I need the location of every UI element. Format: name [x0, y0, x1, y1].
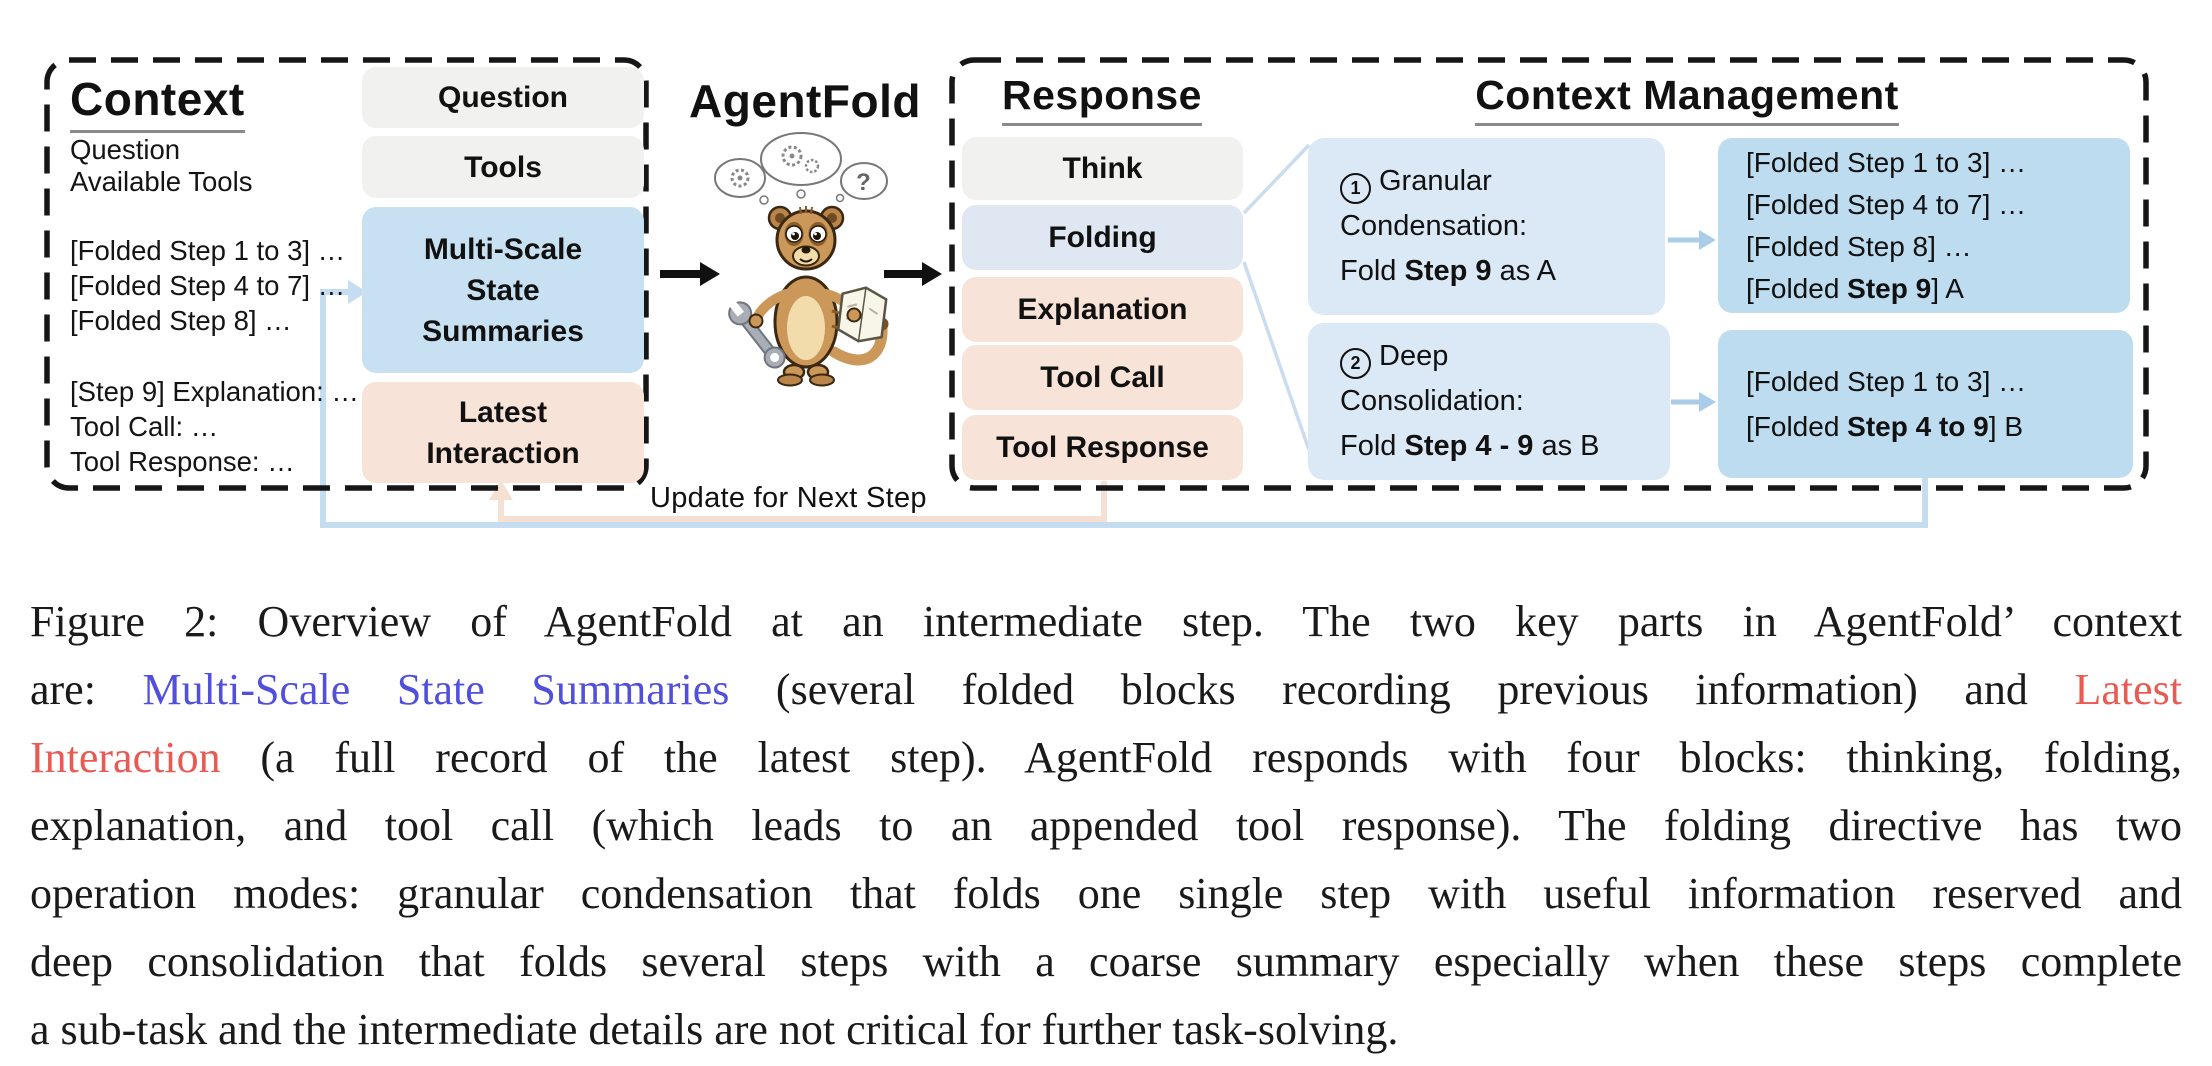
response-block-explanation: Explanation — [962, 277, 1243, 342]
text-line: Tool Response: … — [70, 446, 295, 477]
peach-feedback-line — [498, 481, 1107, 522]
text-segment: Deep — [1379, 340, 1449, 372]
text-segment: Step 4 to 9 — [1847, 411, 1989, 442]
response-block-folding: Folding — [962, 205, 1243, 270]
text-segment: operation modes: granular condensation t… — [30, 869, 2182, 918]
text-segment: [Folded — [1746, 411, 1848, 442]
thought-bubbles-icon: ? — [714, 132, 888, 205]
diagram-lines-layer — [44, 57, 2149, 528]
context-to-model-arrowhead — [700, 262, 720, 286]
agentfold-label: AgentFold — [689, 75, 921, 127]
svg-text:?: ? — [856, 169, 871, 196]
response-title: Response — [952, 72, 1252, 126]
text-segment: Granular — [1379, 165, 1492, 197]
granular-condensation-box: 1 Granular Condensation: Fold Step 9 as A — [1308, 138, 1665, 315]
text-segment: as B — [1533, 430, 1600, 462]
text-line: Available Tools — [70, 166, 253, 197]
context-block-latest-interaction: Latest Interaction — [362, 382, 644, 483]
text-segment: are: — [30, 665, 143, 714]
caption-line: deep consolidation that folds several st… — [30, 928, 2182, 996]
text-line: [Folded Step 4 to 7] … — [70, 270, 346, 301]
peach-feedback-arrowhead — [489, 480, 513, 500]
text-segment: (a full record of the latest step). Agen… — [220, 733, 2182, 782]
text-line: [Step 9] Explanation: … — [70, 376, 359, 407]
context-management-title: Context Management — [1467, 72, 1907, 126]
wrench-icon — [728, 299, 786, 369]
caption-line: a sub-task and the intermediate details … — [30, 996, 2182, 1064]
blue-feedback-line — [320, 289, 1928, 528]
text-segment: Step 9 — [1404, 255, 1492, 287]
text-line: [Folded Step 1 to 3] … — [70, 235, 346, 266]
blue-feedback-arrowhead — [348, 280, 367, 304]
response-block-tool-response: Tool Response — [962, 415, 1243, 480]
context-latest-lines: [Step 9] Explanation: … Tool Call: … Tool … — [70, 374, 359, 479]
caption-line: explanation, and tool call (which leads … — [30, 792, 2182, 860]
context-block-multi-scale-state-summaries: Multi-Scale State Summaries — [362, 207, 644, 373]
caption-line: are: Multi-Scale State Summaries (severa… — [30, 656, 2182, 724]
text-segment: Condensation: — [1340, 210, 1528, 242]
deep-arrowhead — [1699, 392, 1716, 412]
text-segment: Consolidation: — [1340, 385, 1524, 417]
map-icon — [836, 286, 888, 343]
context-block-question: Question — [362, 67, 644, 128]
text-segment: [Folded Step 4 to 7] … — [1746, 188, 2027, 220]
text-segment: as A — [1491, 255, 1557, 287]
context-dashed-frame — [44, 57, 649, 491]
text-segment: Multi-Scale State Summaries — [142, 665, 730, 714]
text-segment: Step 9 — [1847, 272, 1932, 304]
granular-arrowhead — [1699, 230, 1716, 250]
deep-result-box: [Folded Step 1 to 3] … [Folded Step 4 to… — [1718, 330, 2133, 478]
text-line: Tool Call: … — [70, 411, 219, 442]
text-line: Question — [70, 134, 181, 165]
model-to-response-arrowhead — [922, 262, 942, 286]
text-segment: ] A — [1931, 272, 1964, 304]
text-segment: deep consolidation that folds several st… — [30, 937, 2182, 986]
response-block-tool-call: Tool Call — [962, 345, 1243, 410]
context-title: Context — [70, 72, 245, 133]
circled-2-icon: 2 — [1340, 348, 1371, 379]
caption-line: Interaction (a full record of the latest… — [30, 724, 2182, 792]
text-segment: (several folded blocks recording previou… — [729, 665, 2075, 714]
context-folded-lines: [Folded Step 1 to 3] … [Folded Step 4 to … — [70, 233, 345, 338]
meerkat-mascot: ? — [714, 132, 889, 387]
text-segment: Latest — [2074, 665, 2182, 714]
text-segment: Step 4 - 9 — [1404, 430, 1534, 462]
text-segment: Fold — [1340, 430, 1405, 462]
caption-line: Figure 2: Overview of AgentFold at an in… — [30, 588, 2182, 656]
update-for-next-step-label: Update for Next Step — [650, 482, 927, 514]
granular-result-box: [Folded Step 1 to 3] … [Folded Step 4 to… — [1718, 138, 2130, 313]
text-segment: Interaction — [30, 733, 221, 782]
circled-1-icon: 1 — [1340, 173, 1371, 204]
text-segment: Fold — [1340, 255, 1405, 287]
text-segment: explanation, and tool call (which leads … — [30, 801, 2182, 850]
figure-caption: Figure 2: Overview of AgentFold at an in… — [30, 588, 2182, 1064]
text-line: [Folded Step 8] … — [70, 305, 292, 336]
response-block-think: Think — [962, 137, 1243, 200]
mascot-head — [767, 205, 845, 271]
fan-line-top — [1242, 143, 1311, 215]
text-segment: [Folded Step 8] … — [1746, 230, 1972, 262]
fan-line-bottom — [1242, 261, 1311, 451]
caption-line: operation modes: granular condensation t… — [30, 860, 2182, 928]
context-block-tools: Tools — [362, 136, 644, 198]
text-segment: Figure 2: Overview of AgentFold at an in… — [30, 597, 2182, 646]
text-segment: [Folded Step 1 to 3] … — [1746, 366, 2027, 397]
text-segment: ] B — [1988, 411, 2023, 442]
text-segment: [Folded — [1746, 272, 1848, 304]
deep-consolidation-box: 2 Deep Consolidation: Fold Step 4 - 9 as … — [1308, 323, 1670, 480]
text-segment: a sub-task and the intermediate details … — [30, 1005, 1399, 1054]
text-segment: [Folded Step 1 to 3] … — [1746, 146, 2027, 178]
